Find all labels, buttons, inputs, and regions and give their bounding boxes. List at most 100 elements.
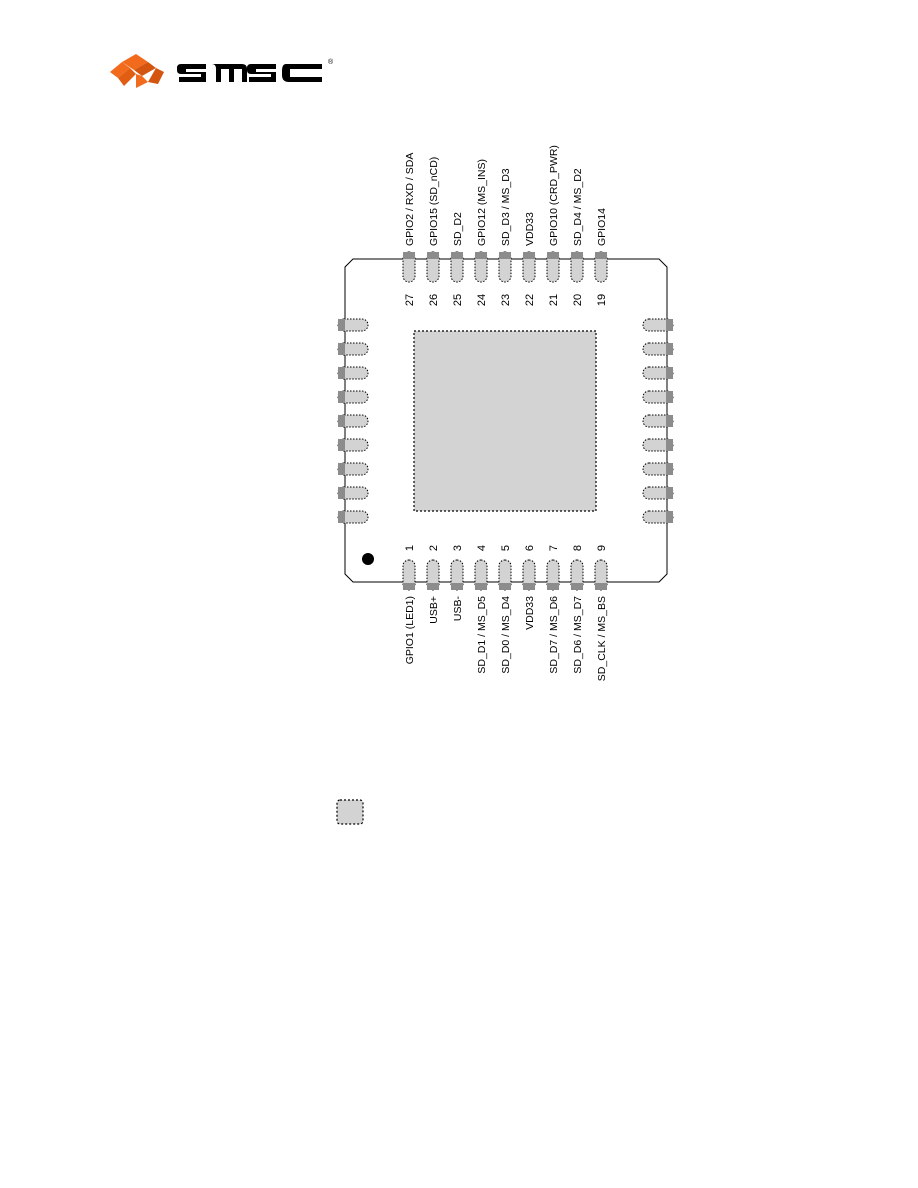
pin-tab [666, 463, 673, 475]
pin-tab [595, 252, 607, 259]
pin-number: 4 [476, 545, 488, 551]
right-pin [642, 414, 674, 428]
pin-tab [666, 511, 673, 523]
pin-tab [666, 367, 673, 379]
pin-tab [666, 415, 673, 427]
pin-tab [571, 252, 583, 259]
pin-tab [338, 415, 345, 427]
left-pin [337, 366, 369, 380]
pin-tab [547, 252, 559, 259]
right-pin [642, 438, 674, 452]
pin-tab [666, 319, 673, 331]
pin-tab [666, 391, 673, 403]
top-pin-19: 19 GPIO14 [594, 208, 608, 306]
left-pin [337, 414, 369, 428]
pin-tab [427, 252, 439, 259]
top-pin-22: 22 VDD33 [522, 212, 536, 306]
pin-tab [666, 439, 673, 451]
pin-number: 21 [548, 294, 560, 306]
pin-label: GPIO2 / RXD / SDA [404, 153, 416, 246]
smsc-logo: ® [110, 54, 334, 88]
pin-label: SD_D4 / MS_D2 [572, 168, 584, 246]
pin-number: 19 [596, 294, 608, 306]
pin-label: SD_D7 / MS_D6 [548, 596, 560, 674]
left-side-pins [337, 318, 369, 524]
pin-number: 3 [452, 545, 464, 551]
pin-label: USB- [452, 596, 464, 622]
pin-tab [523, 583, 535, 590]
pin-number: 20 [572, 294, 584, 306]
right-pin [642, 510, 674, 524]
pin-label: VDD33 [524, 212, 536, 246]
right-pin [642, 486, 674, 500]
pin-label: USB+ [428, 596, 440, 624]
pin-tab [338, 367, 345, 379]
pin-tab [547, 583, 559, 590]
left-pin [337, 462, 369, 476]
left-pin [337, 390, 369, 404]
pin-tab [571, 583, 583, 590]
pin-tab [666, 487, 673, 499]
pin1-marker-dot [362, 553, 374, 565]
pin-tab [499, 252, 511, 259]
pin-number: 26 [428, 294, 440, 306]
pin-number: 1 [404, 545, 416, 551]
pin-tab [523, 252, 535, 259]
pin-number: 5 [500, 545, 512, 551]
pin-tab [595, 583, 607, 590]
pin-tab [338, 319, 345, 331]
pin-label: SD_D3 / MS_D3 [500, 168, 512, 246]
top-pin-23: 23 SD_D3 / MS_D3 [498, 168, 512, 306]
bottom-pin-4: 4SD_D1 / MS_D5 [474, 545, 488, 674]
left-pin [337, 510, 369, 524]
pin-number: 24 [476, 294, 488, 306]
pin-tab [475, 583, 487, 590]
left-pin [337, 318, 369, 332]
pin-label: GPIO1 (LED1) [404, 596, 416, 664]
pin-tab [499, 583, 511, 590]
pin-number: 7 [548, 545, 560, 551]
pin-tab [338, 463, 345, 475]
right-pin [642, 318, 674, 332]
pin-number: 2 [428, 545, 440, 551]
exposed-ground-pad [413, 330, 597, 512]
pin-number: 22 [524, 294, 536, 306]
right-pin [642, 462, 674, 476]
left-pin [337, 438, 369, 452]
pin-label: SD_D1 / MS_D5 [476, 596, 488, 674]
smsc-logo-wordmark [177, 64, 322, 82]
pin-label: SD_D6 / MS_D7 [572, 596, 584, 674]
pin-label: GPIO10 (CRD_PWR) [548, 145, 560, 246]
pin-tab [451, 252, 463, 259]
bottom-pin-7: 7SD_D7 / MS_D6 [546, 545, 560, 674]
pin-label: SD_D0 / MS_D4 [500, 596, 512, 674]
bottom-pin-5: 5SD_D0 / MS_D4 [498, 545, 512, 674]
bottom-pin-9: 9SD_CLK / MS_BS [594, 545, 608, 681]
pin-tab [475, 252, 487, 259]
pin-label: SD_CLK / MS_BS [596, 596, 608, 681]
pin-label: SD_D2 [452, 212, 464, 246]
right-pin [642, 366, 674, 380]
pin-tab [451, 583, 463, 590]
pin-label: GPIO14 [596, 208, 608, 246]
pin-tab [338, 487, 345, 499]
right-side-pins [642, 318, 674, 524]
pin-number: 6 [524, 545, 536, 551]
pin-number: 23 [500, 294, 512, 306]
pin-label: VDD33 [524, 596, 536, 630]
left-pin [337, 486, 369, 500]
pin-tab [338, 391, 345, 403]
pin-tab [338, 343, 345, 355]
top-pin-21: 21 GPIO10 (CRD_PWR) [546, 145, 560, 306]
pin-tab [338, 511, 345, 523]
